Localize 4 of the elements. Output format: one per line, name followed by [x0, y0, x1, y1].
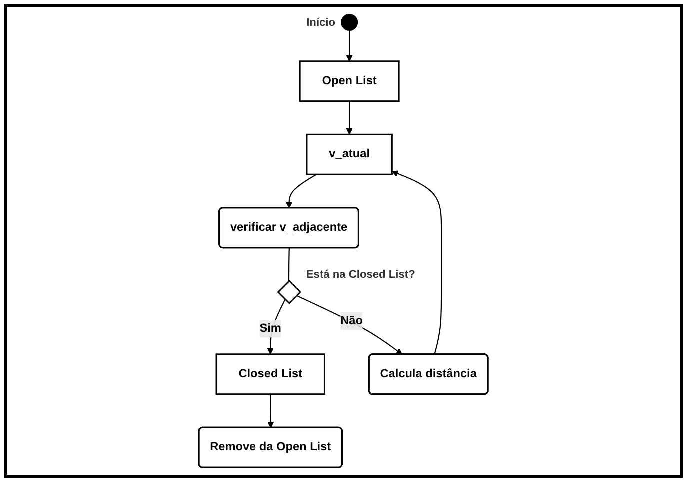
edge-label: Não: [340, 314, 363, 328]
node-caption: Início: [306, 17, 336, 30]
node-caption: Está na Closed List?: [306, 269, 416, 282]
edge-label: Sim: [260, 322, 282, 335]
